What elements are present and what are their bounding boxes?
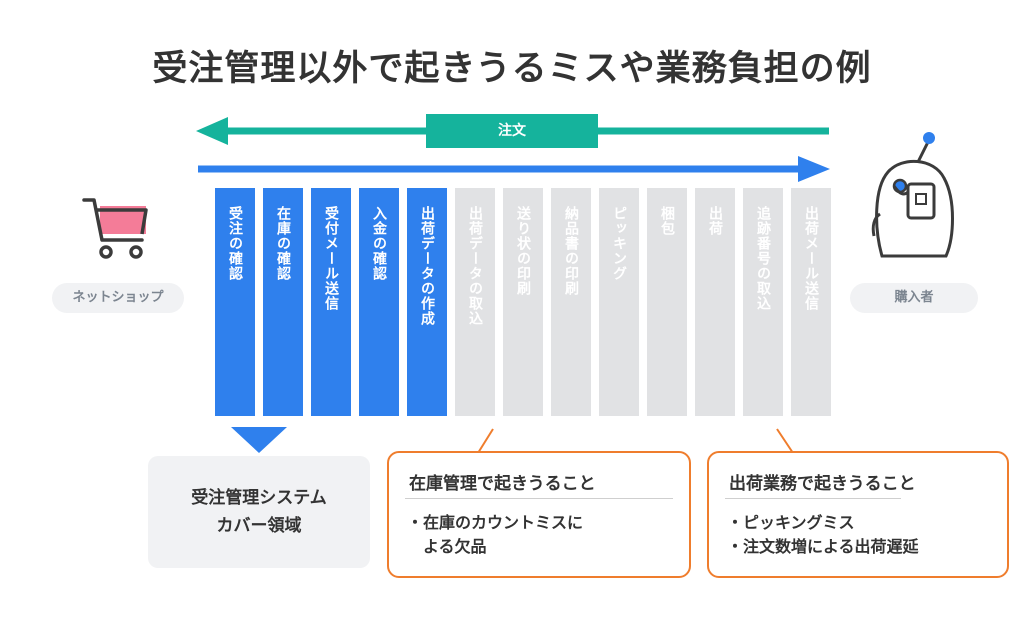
- inventory-heading: 在庫管理で起きうること: [409, 474, 596, 494]
- shipping-callout: 出荷業務で起きうること ・ピッキングミス ・注文数増による出荷遅延: [707, 451, 1009, 578]
- process-step-label: 送り状の印刷: [515, 206, 531, 296]
- shopping-cart-icon: [82, 198, 148, 259]
- inventory-callout: 在庫管理で起きうること ・在庫のカウントミスに よる欠品: [387, 451, 691, 578]
- process-step: 納品書の印刷: [551, 188, 591, 416]
- shipping-divider: [725, 498, 901, 499]
- process-step-label: 出荷: [707, 206, 723, 236]
- process-step-label: 受付メール送信: [323, 206, 339, 311]
- page-title: 受注管理以外で起きうるミスや業務負担の例: [152, 49, 872, 89]
- process-step: 追跡番号の取込: [743, 188, 783, 416]
- process-step: 入金の確認: [359, 188, 399, 416]
- buyer-label: 購入者: [850, 283, 978, 313]
- process-step: 出荷: [695, 188, 735, 416]
- coverage-line1: 受注管理システム: [191, 488, 327, 508]
- process-step: ピッキング: [599, 188, 639, 416]
- process-step: 受注の確認: [215, 188, 255, 416]
- process-step-label: 入金の確認: [371, 206, 387, 281]
- process-step-label: 追跡番号の取込: [755, 206, 771, 311]
- process-step: 出荷データの作成: [407, 188, 447, 416]
- process-step: 送り状の印刷: [503, 188, 543, 416]
- process-step-label: 出荷データの取込: [467, 206, 483, 326]
- process-step: 在庫の確認: [263, 188, 303, 416]
- coverage-line2: カバー領域: [216, 516, 302, 536]
- inventory-item-line2: よる欠品: [407, 537, 487, 556]
- process-step: 梱包: [647, 188, 687, 416]
- process-step-label: 出荷メール送信: [803, 206, 819, 311]
- process-step-label: 出荷データの作成: [419, 206, 435, 326]
- flow-arrow: [198, 156, 830, 182]
- order-label: 注文: [426, 114, 598, 148]
- process-step: 出荷メール送信: [791, 188, 831, 416]
- process-step-label: 受注の確認: [227, 206, 243, 281]
- process-step-label: 納品書の印刷: [563, 206, 579, 296]
- shop-label: ネットショップ: [52, 283, 184, 313]
- process-step: 受付メール送信: [311, 188, 351, 416]
- shipping-item-2: ・注文数増による出荷遅延: [727, 537, 919, 556]
- coverage-box: 受注管理システム カバー領域: [148, 456, 370, 568]
- process-step-label: 在庫の確認: [275, 206, 291, 281]
- shipping-heading: 出荷業務で起きうること: [729, 474, 916, 494]
- process-step: 出荷データの取込: [455, 188, 495, 416]
- coverage-pointer: [231, 427, 287, 453]
- inventory-item-line1: ・在庫のカウントミスに: [407, 513, 584, 532]
- robot-user-icon: [871, 132, 954, 258]
- process-step-label: ピッキング: [611, 206, 627, 281]
- inventory-divider: [405, 498, 673, 499]
- process-step-label: 梱包: [659, 206, 675, 236]
- process-steps: 受注の確認 在庫の確認 受付メール送信 入金の確認 出荷データの作成 出荷データの取込 送り…: [215, 188, 831, 416]
- shipping-item-1: ・ピッキングミス: [727, 513, 855, 532]
